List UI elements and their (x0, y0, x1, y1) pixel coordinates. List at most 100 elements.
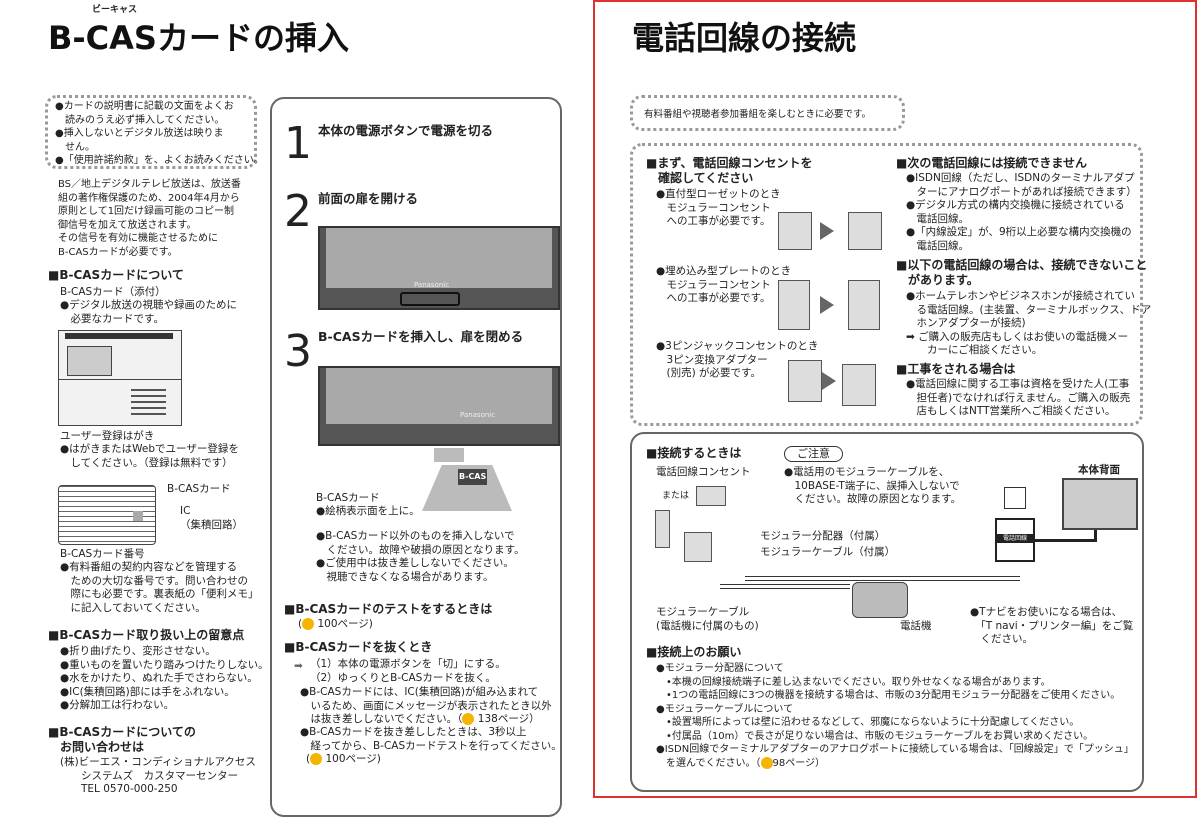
brand-logo: Panasonic (460, 410, 496, 419)
cannot-heading: ■次の電話回線には接続できません (896, 156, 1087, 170)
phone-image (852, 582, 908, 618)
card-caption-desc: ●絵柄表示面を上に。 (316, 505, 420, 517)
card-package-image (58, 330, 182, 426)
port-label: 電話回線 (997, 533, 1033, 543)
connector-line (1035, 530, 1097, 542)
handling-heading: ■B-CASカード取り扱い上の留意点 (48, 628, 245, 642)
test-heading: ■B-CASカードのテストをするときは (284, 602, 493, 616)
step-1-number: 1 (284, 118, 312, 169)
requests-text: ●モジュラー分配器について •本機の回線接続端子に差し込まないでください。取り外… (656, 663, 1134, 769)
rear-label: 本体背面 (1078, 464, 1120, 476)
remove-note-2-ref-line: ( 100ページ) (306, 753, 381, 765)
test-ref-link[interactable]: 100ページ (317, 618, 369, 630)
tv-card-slot-image: Panasonic (318, 366, 560, 446)
3pin-adapter-image (842, 364, 876, 406)
connect-heading: ■接続するときは (646, 446, 742, 460)
about-heading: ■B-CASカードについて (48, 268, 184, 282)
card-number-label: B-CASカード番号 (60, 548, 145, 560)
tv-front-open-image: Panasonic (318, 226, 560, 310)
ic-label: IC （集積回路） (180, 505, 243, 531)
postcard-label: ユーザー登録はがき (60, 430, 155, 442)
notice-box (45, 95, 257, 169)
highlight-frame (593, 0, 1197, 798)
case-2-text: ●埋め込み型プレートのとき モジュラーコンセント への工事が必要です。 (656, 265, 792, 304)
case-3-text: ●3ピンジャックコンセントのとき 3ピン変換アダプター (別売) が必要です。 (656, 340, 819, 379)
cable-label: モジュラーケーブル（付属） (760, 546, 896, 558)
rosette-image (696, 486, 726, 506)
remove-note-1-text: ●B-CASカードには、IC(集積回路)が組み込まれて いるため、画面にメッセー… (300, 686, 552, 725)
maybe-heading: ■以下の電話回線の場合は、接続できないこと があります。 (896, 258, 1148, 287)
purpose-text: 有料番組や視聴者参加番組を楽しむときに必要です。 (644, 109, 872, 120)
remove-heading: ■B-CASカードを抜くとき (284, 640, 433, 654)
3pin-before-image (788, 360, 822, 402)
purpose-box (630, 95, 905, 131)
remove-note-1: ●B-CASカードには、IC(集積回路)が組み込まれて いるため、画面にメッセー… (300, 686, 552, 727)
contact-body: (株)ビーエス・コンディショナルアクセス システムズ カスタマーセンター TEL… (60, 756, 256, 795)
requests-ref[interactable]: 98ページ） (772, 757, 826, 769)
splitter-image (684, 532, 712, 562)
phone-label: 電話機 (900, 620, 932, 632)
or-label: または (662, 491, 690, 501)
wall-plate-image (655, 510, 670, 548)
case-1-text: ●直付型ローゼットのとき モジュラーコンセント への工事が必要です。 (656, 188, 781, 227)
step-2-text: 前面の扉を開ける (318, 191, 419, 206)
remove-steps: （1）本体の電源ボタンを「切」にする。 （2）ゆっくりとB-CASカードを抜く。 (310, 658, 506, 684)
tv-rear-image (1062, 478, 1138, 530)
work-list: ●電話回線に関する工事は資格を受けた人(工事 担任者)でなければ行えません。ご購… (906, 378, 1131, 417)
card-number-desc: ●有料番組の契約内容などを管理する ための大切な番号です。問い合わせの 際にも必… (60, 561, 259, 614)
outlet-label: 電話回線コンセント (656, 466, 751, 478)
tnavi-note: ●Tナビをお使いになる場合は、 「T navi・プリンター編」をご覧 ください。 (970, 606, 1134, 645)
card-caption: B-CASカード (316, 492, 380, 504)
page-ref-icon (760, 756, 773, 769)
step-1-text: 本体の電源ボタンで電源を切る (318, 123, 494, 138)
test-ref: ( 100ページ) (298, 618, 373, 630)
title-ruby: ビーキャス (92, 5, 138, 15)
step-3-text: B-CASカードを挿入し、扉を閉める (318, 329, 524, 344)
remove-note-1-ref[interactable]: 138ページ） (477, 713, 540, 725)
page-ref-icon (302, 618, 315, 630)
page-title-phone-line: 電話回線の接続 (632, 19, 857, 57)
postcard-desc: ●はがきまたはWebでユーザー登録を してください。（登録は無料です） (60, 443, 239, 469)
cable-line (720, 584, 850, 589)
caution-text: ●電話用のモジュラーケーブルを、 10BASE-T端子に、誤挿入しないで くださ… (784, 466, 962, 505)
card-attached-label: B-CASカード（添付） (60, 286, 166, 298)
step-2-number: 2 (284, 186, 312, 237)
caution-badge: ご注意 (784, 446, 843, 462)
arrow-icon (820, 222, 834, 240)
arrow-icon: ➡ (294, 660, 303, 672)
page-ref-icon (310, 753, 323, 765)
remove-note-2: ●B-CASカードを抜き差ししたときは、3秒以上 経ってから、B-CASカードテ… (300, 726, 562, 752)
rosette-before-image (778, 212, 812, 250)
phone-cable-label: モジュラーケーブル (電話機に付属のもの) (656, 606, 759, 632)
card-label: B-CASカード (167, 483, 231, 495)
insert-warnings: ●B-CASカード以外のものを挿入しないで ください。故障や破損の原因となります… (316, 530, 525, 583)
cable-line (745, 576, 1020, 581)
line-check-box (630, 143, 1143, 426)
arrow-icon (822, 372, 836, 390)
page-title-bcas: B-CASカードの挿入 (48, 19, 349, 57)
card-art-text: B-CAS (458, 469, 488, 485)
rosette-after-image (848, 212, 882, 250)
splitter-label: モジュラー分配器（付属） (760, 530, 886, 542)
check-heading: ■まず、電話回線コンセントを 確認してください (646, 156, 813, 185)
intro-text: BS／地上デジタルテレビ放送は、放送番 組の著作権保護のため、2004年4月から… (58, 179, 241, 258)
jack-closeup-image (1004, 487, 1026, 509)
connection-panel (630, 432, 1144, 792)
requests-list: ●モジュラー分配器について •本機の回線接続端子に差し込まないでください。取り外… (656, 662, 1134, 770)
maybe-list: ●ホームテレホンやビジネスホンが接続されてい る電話回線。(主装置、ターミナルボ… (906, 290, 1152, 356)
remove-note-2-ref[interactable]: 100ページ (325, 753, 377, 765)
bcas-card-image (58, 485, 156, 545)
plate-before-image (778, 280, 810, 330)
insert-arrow-icon (434, 448, 464, 462)
port-closeup-image: 電話回線 (995, 518, 1035, 562)
step-3-number: 3 (284, 326, 312, 377)
requests-heading: ■接続上のお願い (646, 645, 742, 659)
brand-logo: Panasonic (414, 280, 450, 289)
arrow-icon (820, 296, 834, 314)
page-ref-icon (462, 713, 475, 725)
cannot-list: ●ISDN回線（ただし、ISDNのターミナルアダプ ターにアナログポートがあれば… (906, 172, 1137, 252)
plate-after-image (848, 280, 880, 330)
work-heading: ■工事をされる場合は (896, 362, 1016, 376)
notice-text: ●カードの説明書に記載の文面をよくお 読みのうえ必ず挿入してください。 ●挿入し… (55, 101, 264, 166)
card-attached-desc: ●デジタル放送の視聴や録画のために 必要なカードです。 (60, 299, 237, 325)
